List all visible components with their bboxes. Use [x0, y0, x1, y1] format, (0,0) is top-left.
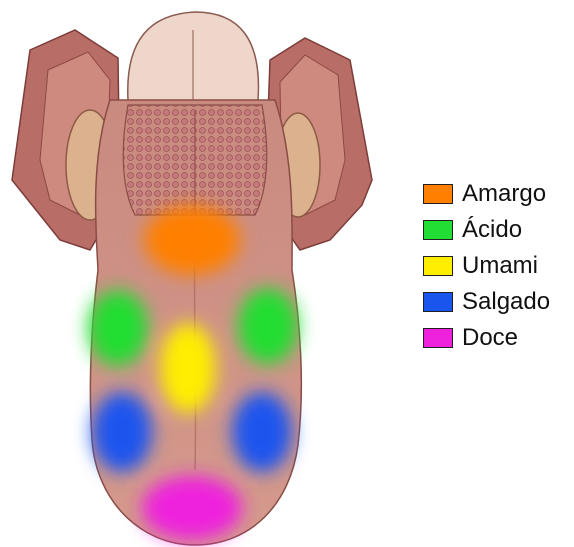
legend-label-doce: Doce [462, 326, 518, 350]
legend-item-umami: Umami [423, 248, 573, 284]
legend-item-acido: Ácido [423, 212, 573, 248]
legend-swatch-umami [423, 256, 453, 276]
zone-umami [160, 323, 216, 413]
legend-item-amargo: Amargo [423, 176, 573, 212]
zone-acido-right [238, 288, 298, 364]
legend-swatch-doce [423, 328, 453, 348]
legend-swatch-salgado [423, 292, 453, 312]
tongue-illustration [0, 0, 400, 547]
legend-label-acido: Ácido [462, 218, 522, 242]
legend-label-amargo: Amargo [462, 182, 546, 206]
zone-salgado-left [92, 392, 152, 472]
legend-item-doce: Doce [423, 320, 573, 356]
legend-item-salgado: Salgado [423, 284, 573, 320]
zone-salgado-right [232, 392, 292, 472]
legend-label-umami: Umami [462, 254, 538, 278]
zone-doce [142, 476, 242, 540]
legend-swatch-acido [423, 220, 453, 240]
zone-acido-left [88, 290, 148, 366]
zone-amargo [144, 205, 240, 275]
taste-legend: Amargo Ácido Umami Salgado Doce [423, 176, 573, 356]
legend-label-salgado: Salgado [462, 290, 550, 314]
legend-swatch-amargo [423, 184, 453, 204]
